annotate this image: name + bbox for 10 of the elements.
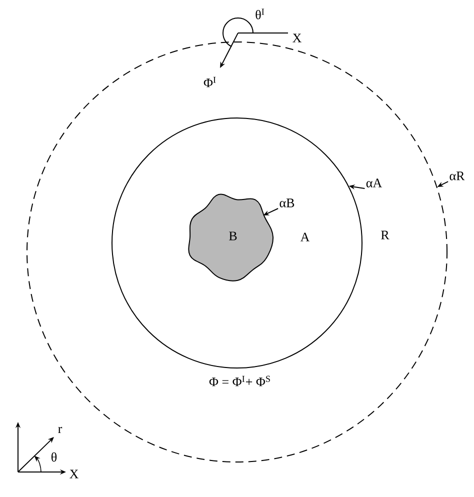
equation: Φ = Φ$^{I}$+ Φ$^{S}$	[209, 376, 270, 386]
angle-label: θ$^{I}$	[256, 8, 264, 20]
boundary-label: αB	[280, 198, 294, 208]
boundary-label: αA	[366, 178, 382, 188]
axis-label: r	[58, 426, 62, 434]
axis-label: X	[70, 470, 78, 478]
angle-label: θ	[52, 452, 57, 462]
boundary-label: αR	[450, 172, 465, 180]
axis-label: X	[292, 34, 302, 42]
wave-label: Φ$^{I}$	[204, 76, 216, 88]
